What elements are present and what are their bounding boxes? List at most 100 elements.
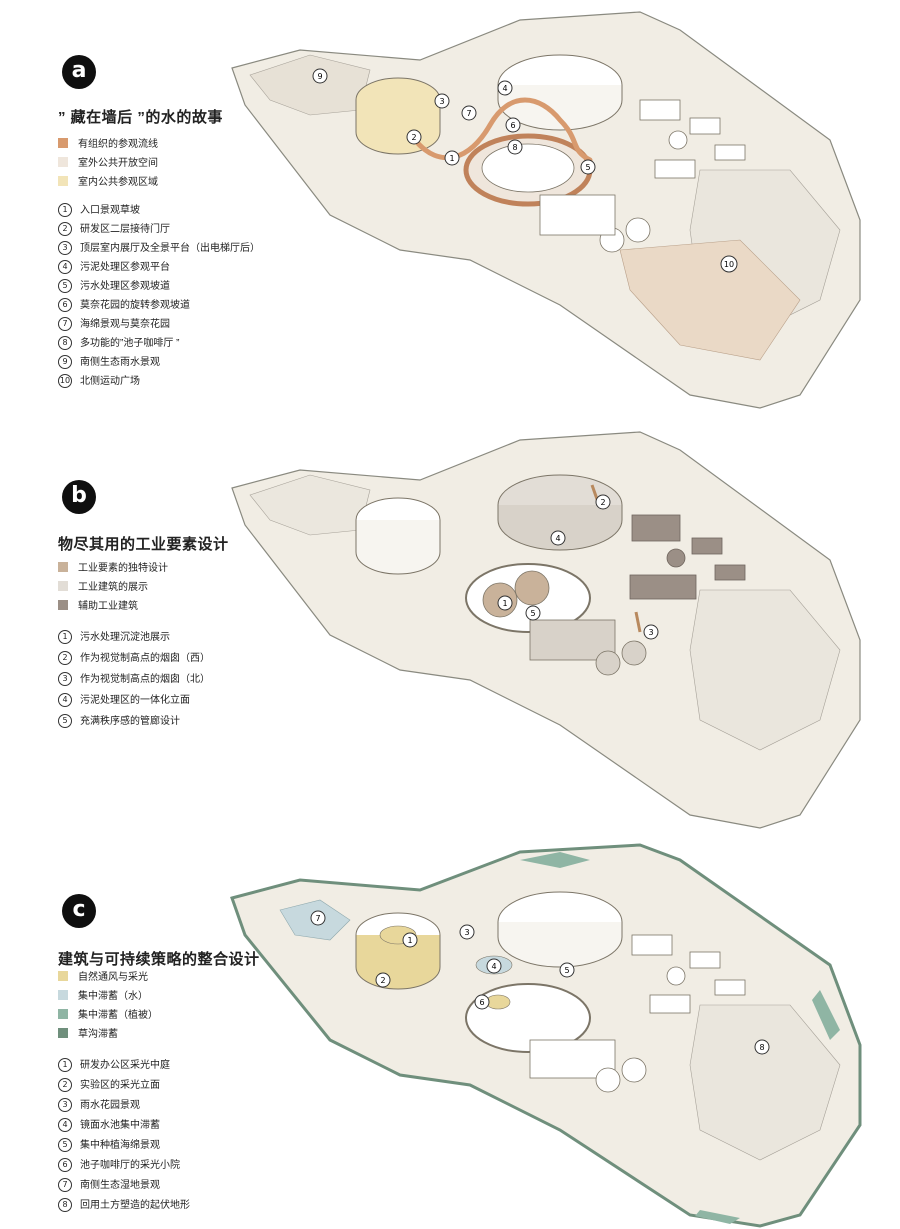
svg-text:2: 2 (411, 133, 416, 142)
panel-title: 建筑与可持续策略的整合设计 (58, 951, 260, 968)
legend-item: 辅助工业建筑 (58, 600, 138, 614)
tank (595, 1067, 621, 1093)
svg-text:4: 4 (491, 962, 496, 971)
legend-swatch (58, 1009, 68, 1019)
svg-text:7: 7 (466, 109, 471, 118)
aux-building (631, 514, 681, 542)
site-plan-a: 1 2 3 4 5 6 7 8 9 10 (231, 11, 861, 409)
tank (625, 217, 651, 243)
aux-building (629, 574, 697, 600)
north-terrain (689, 589, 841, 751)
svg-text:5: 5 (564, 966, 569, 975)
legend-swatch (58, 971, 68, 981)
panel-c: c 建筑与可持续策略的整合设计 自然通风与采光 集中滞蓄（水） 集中滞蓄（植被）… (0, 840, 900, 1229)
legend-item: 工业建筑的展示 (58, 581, 148, 595)
north-terrain (689, 1004, 841, 1161)
tank (595, 650, 621, 676)
legend-item: 草沟滞蓄 (58, 1028, 118, 1042)
sludge-building-wall (497, 922, 623, 968)
legend-item: 有组织的参观流线 (58, 138, 158, 152)
svg-text:1: 1 (407, 936, 412, 945)
svg-text:3: 3 (464, 928, 469, 937)
aux-building (639, 99, 681, 121)
svg-text:3: 3 (439, 97, 444, 106)
svg-text:3: 3 (648, 628, 653, 637)
marker: 1 (402, 932, 418, 948)
svg-text:2: 2 (380, 976, 385, 985)
marker: 5 (580, 159, 596, 175)
tank (621, 640, 647, 666)
legend-swatch (58, 157, 68, 167)
sludge-building-wall (497, 505, 623, 551)
panel-badge: c (62, 894, 96, 928)
panel-badge: b (62, 480, 96, 514)
cafe-courtyard (485, 994, 511, 1010)
svg-text:6: 6 (510, 121, 515, 130)
site-plan-b: 1 2 3 4 5 (231, 431, 861, 829)
legend-item: 自然通风与采光 (58, 971, 148, 985)
marker: 5 (525, 605, 541, 621)
legend-swatch (58, 990, 68, 1000)
legend-swatch (58, 176, 68, 186)
svg-text:7: 7 (315, 914, 320, 923)
legend-item: 室外公共开放空间 (58, 157, 158, 171)
panel-title: 物尽其用的工业要素设计 (58, 536, 229, 553)
marker: 4 (497, 80, 513, 96)
marker: 5 (559, 962, 575, 978)
legend-swatch (58, 138, 68, 148)
marker: 8 (754, 1039, 770, 1055)
marker: 10 (720, 255, 738, 273)
svg-text:4: 4 (555, 534, 560, 543)
aux-building (689, 951, 721, 969)
marker: 2 (375, 972, 391, 988)
svg-text:2: 2 (600, 498, 605, 507)
svg-text:6: 6 (479, 998, 484, 1007)
marker: 7 (461, 105, 477, 121)
svg-text:1: 1 (449, 154, 454, 163)
svg-text:5: 5 (530, 609, 535, 618)
aux-building (714, 979, 746, 996)
svg-text:4: 4 (502, 84, 507, 93)
marker: 6 (474, 994, 490, 1010)
aux-building (714, 564, 746, 581)
marker: 7 (310, 910, 326, 926)
svg-text:1: 1 (502, 599, 507, 608)
tank (666, 548, 686, 568)
marker: 4 (486, 958, 502, 974)
vegetation-strip (520, 852, 590, 868)
legend-swatch (58, 1028, 68, 1038)
vegetation-strip (695, 1210, 740, 1224)
legend-item: 集中滞蓄（植被） (58, 1009, 158, 1023)
marker: 3 (643, 624, 659, 640)
legend-item: 室内公共参观区域 (58, 176, 158, 190)
panel-title: ” 藏在墙后 ”的水的故事 (58, 109, 223, 126)
site-plan-c: 1 2 3 4 5 6 7 8 (230, 843, 862, 1228)
chimney-north (634, 611, 642, 633)
marker: 3 (434, 93, 450, 109)
tank (666, 966, 686, 986)
aux-building (691, 537, 723, 555)
tank (621, 1057, 647, 1083)
aux-building (714, 144, 746, 161)
process-block (539, 194, 616, 236)
marker: 9 (312, 68, 328, 84)
svg-text:9: 9 (317, 72, 322, 81)
aux-building (649, 994, 691, 1014)
legend-swatch (58, 600, 68, 610)
